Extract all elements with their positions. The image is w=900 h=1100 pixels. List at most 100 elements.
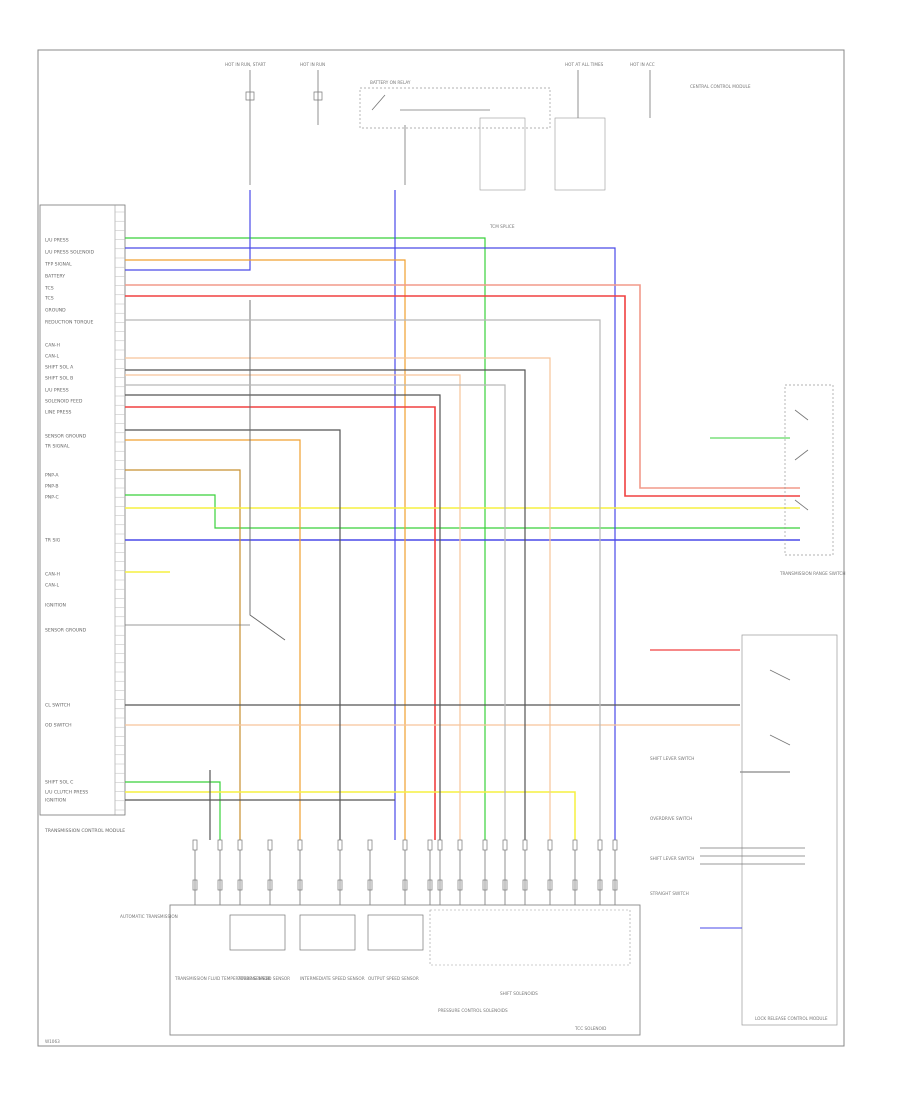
lower-module-label: LOCK RELEASE CONTROL MODULE xyxy=(755,1016,828,1021)
tcm-pin-label: PNP-C xyxy=(45,495,59,501)
connector-pin xyxy=(502,839,508,905)
tcm-pin-label: PNP-B xyxy=(45,484,59,490)
turbine-sensor-box xyxy=(229,914,286,951)
connector-pins xyxy=(192,839,618,905)
wire-red-2 xyxy=(125,295,800,497)
wire-gray-3 xyxy=(125,429,341,840)
relay-label: BATTERY ON RELAY xyxy=(370,80,411,85)
tcm-pin-label: SHIFT SOL B xyxy=(45,376,73,382)
wire-peach-3 xyxy=(125,374,461,840)
automatic-transmission: AUTOMATIC TRANSMISSION TRANSMISSION FLUI… xyxy=(120,904,641,1036)
shift-solenoid-label: SHIFT SOLENOIDS xyxy=(500,991,538,996)
wire-orange-1 xyxy=(125,259,406,840)
tcm-pin-label: CAN-H xyxy=(45,343,60,349)
fuse-b-label: HOT IN RUN xyxy=(300,62,325,67)
connector-pin xyxy=(267,839,273,905)
combo-item-2: SHIFT LEVER SWITCH xyxy=(650,856,694,861)
page-ref: W1063 xyxy=(45,1039,60,1044)
intermediate-sensor-label: INTERMEDIATE SPEED SENSOR xyxy=(300,976,365,981)
tcm-pin-label: SOLENOID FEED xyxy=(45,399,83,405)
wires xyxy=(125,190,800,840)
connector-pin xyxy=(572,839,578,905)
connector-pin xyxy=(237,839,243,905)
transmission-label: AUTOMATIC TRANSMISSION xyxy=(120,914,178,919)
tcm-pin-label: TCS xyxy=(44,296,54,302)
combo-item-1: OVERDRIVE SWITCH xyxy=(650,816,692,821)
central-module-label: CENTRAL CONTROL MODULE xyxy=(690,84,751,89)
range-switch-label: TRANSMISSION RANGE SWITCH xyxy=(779,571,846,576)
diagram-frame xyxy=(37,49,845,1047)
connector-pin xyxy=(437,839,443,905)
tcm-pin-label: SENSOR GROUND xyxy=(45,434,87,440)
connector-pin xyxy=(192,839,198,905)
output-sensor-box xyxy=(367,914,424,951)
tcm-pin-label: L/U PRESS xyxy=(45,388,69,394)
tcm-pin-label: SHIFT SOL C xyxy=(45,780,73,786)
connector-pin xyxy=(427,839,433,905)
wire-gray-1 xyxy=(125,369,526,840)
wire-gray-6 xyxy=(249,300,286,641)
wire-yellow-2 xyxy=(125,791,576,840)
tcm-pin-label: TR SIG xyxy=(44,538,61,544)
tcm-pin-label: OD SWITCH xyxy=(45,723,72,729)
wire-gray-2 xyxy=(125,394,441,840)
wire-green-1 xyxy=(125,237,486,840)
tcm-pin-label: IGNITION xyxy=(45,603,66,609)
connector-pin xyxy=(547,839,553,905)
wire-blue-1 xyxy=(125,247,616,840)
fuse-d-label: HOT IN ACC xyxy=(630,62,655,67)
tcm-pin-label: CAN-L xyxy=(45,583,59,589)
tcm-pin-label: BATTERY xyxy=(45,274,65,280)
tcm-pin-label: GROUND xyxy=(45,308,66,314)
connector-pin xyxy=(367,839,373,905)
wire-green-2 xyxy=(125,494,800,529)
wire-blue-3 xyxy=(125,190,251,271)
tcm-label: TRANSMISSION CONTROL MODULE xyxy=(44,828,125,834)
tcm-pin-label: SENSOR GROUND xyxy=(45,628,87,634)
pressure-solenoid-label: PRESSURE CONTROL SOLENOIDS xyxy=(438,1008,508,1013)
tcm-pin-label: TFP SIGNAL xyxy=(44,262,72,268)
splice-label: TCM SPLICE xyxy=(489,224,515,229)
tcm-pin-label: L/U CLUTCH PRESS xyxy=(45,790,88,796)
tcm-pin-label: REDUCTION TORQUE xyxy=(45,320,93,326)
connector-pin xyxy=(612,839,618,905)
tcm-pin-label: L/U PRESS xyxy=(45,238,69,244)
pressure-solenoid-box xyxy=(429,909,631,966)
connector-pin xyxy=(297,839,303,905)
tft-sensor-label: TRANSMISSION FLUID TEMPERATURE SENSOR xyxy=(174,976,271,981)
connector-pin xyxy=(457,839,463,905)
wire-peach-1 xyxy=(125,357,551,840)
battery-relay-box xyxy=(359,87,551,129)
fuse-c-label: HOT AT ALL TIMES xyxy=(565,62,604,67)
connector-pin xyxy=(522,839,528,905)
connector-pin xyxy=(482,839,488,905)
tcm-pin-label: TR SIGNAL xyxy=(44,444,70,450)
tcm-pin-label: PNP-A xyxy=(45,473,59,479)
tcc-solenoid-label: TCC SOLENOID xyxy=(574,1026,606,1031)
wire-green-3 xyxy=(125,781,221,840)
wire-red-1 xyxy=(125,284,800,489)
tcm-pin-label: CAN-H xyxy=(45,572,60,578)
wire-lightgray-2 xyxy=(125,384,506,840)
wire-orange-3 xyxy=(125,469,241,840)
top-components: HOT IN RUN, START HOT IN RUN BATTERY ON … xyxy=(225,62,751,229)
connector-pin xyxy=(402,839,408,905)
turbine-sensor-label: TURBINE SPEED SENSOR xyxy=(237,976,290,981)
range-switch: TRANSMISSION RANGE SWITCH xyxy=(710,384,846,576)
output-sensor-label: OUTPUT SPEED SENSOR xyxy=(368,976,419,981)
tcm-pin-label: CAN-L xyxy=(45,354,59,360)
fuse-a-label: HOT IN RUN, START xyxy=(225,62,266,67)
intermediate-sensor-box xyxy=(299,914,356,951)
wire-lightgray-1 xyxy=(125,319,601,840)
tcm-pin-label: TCS xyxy=(44,286,54,292)
combo-switch-label: SHIFT LEVER SWITCH xyxy=(650,756,694,761)
tcm-pin-label: SHIFT SOL A xyxy=(45,365,74,371)
connector-pin xyxy=(337,839,343,905)
combo-item-3: STRAIGHT SWITCH xyxy=(650,891,689,896)
connector-pin xyxy=(597,839,603,905)
connector-pin xyxy=(217,839,223,905)
tcm-pin-label: IGNITION xyxy=(45,798,66,804)
